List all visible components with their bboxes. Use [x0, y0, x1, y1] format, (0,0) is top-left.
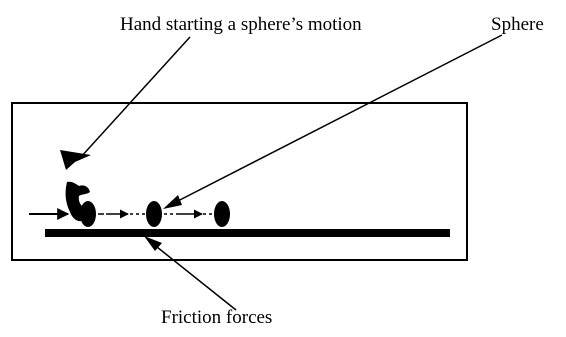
- hand-label: Hand starting a sphere’s motion: [120, 14, 362, 35]
- sphere-middle: [146, 201, 162, 227]
- ground-surface: [45, 229, 450, 237]
- sphere-label: Sphere: [491, 14, 544, 35]
- sphere-start: [80, 201, 96, 227]
- friction-pointer-arrowhead: [144, 236, 162, 251]
- friction-pointer-line: [151, 242, 237, 311]
- sphere-pointer-arrowhead: [163, 195, 182, 209]
- hand-pointer-line: [79, 36, 191, 159]
- hand-pointer-arrowhead: [60, 150, 91, 170]
- friction-forces-label: Friction forces: [161, 307, 273, 328]
- scene-frame: [11, 102, 468, 261]
- sphere-end: [214, 201, 230, 227]
- sphere-pointer-line: [171, 34, 503, 205]
